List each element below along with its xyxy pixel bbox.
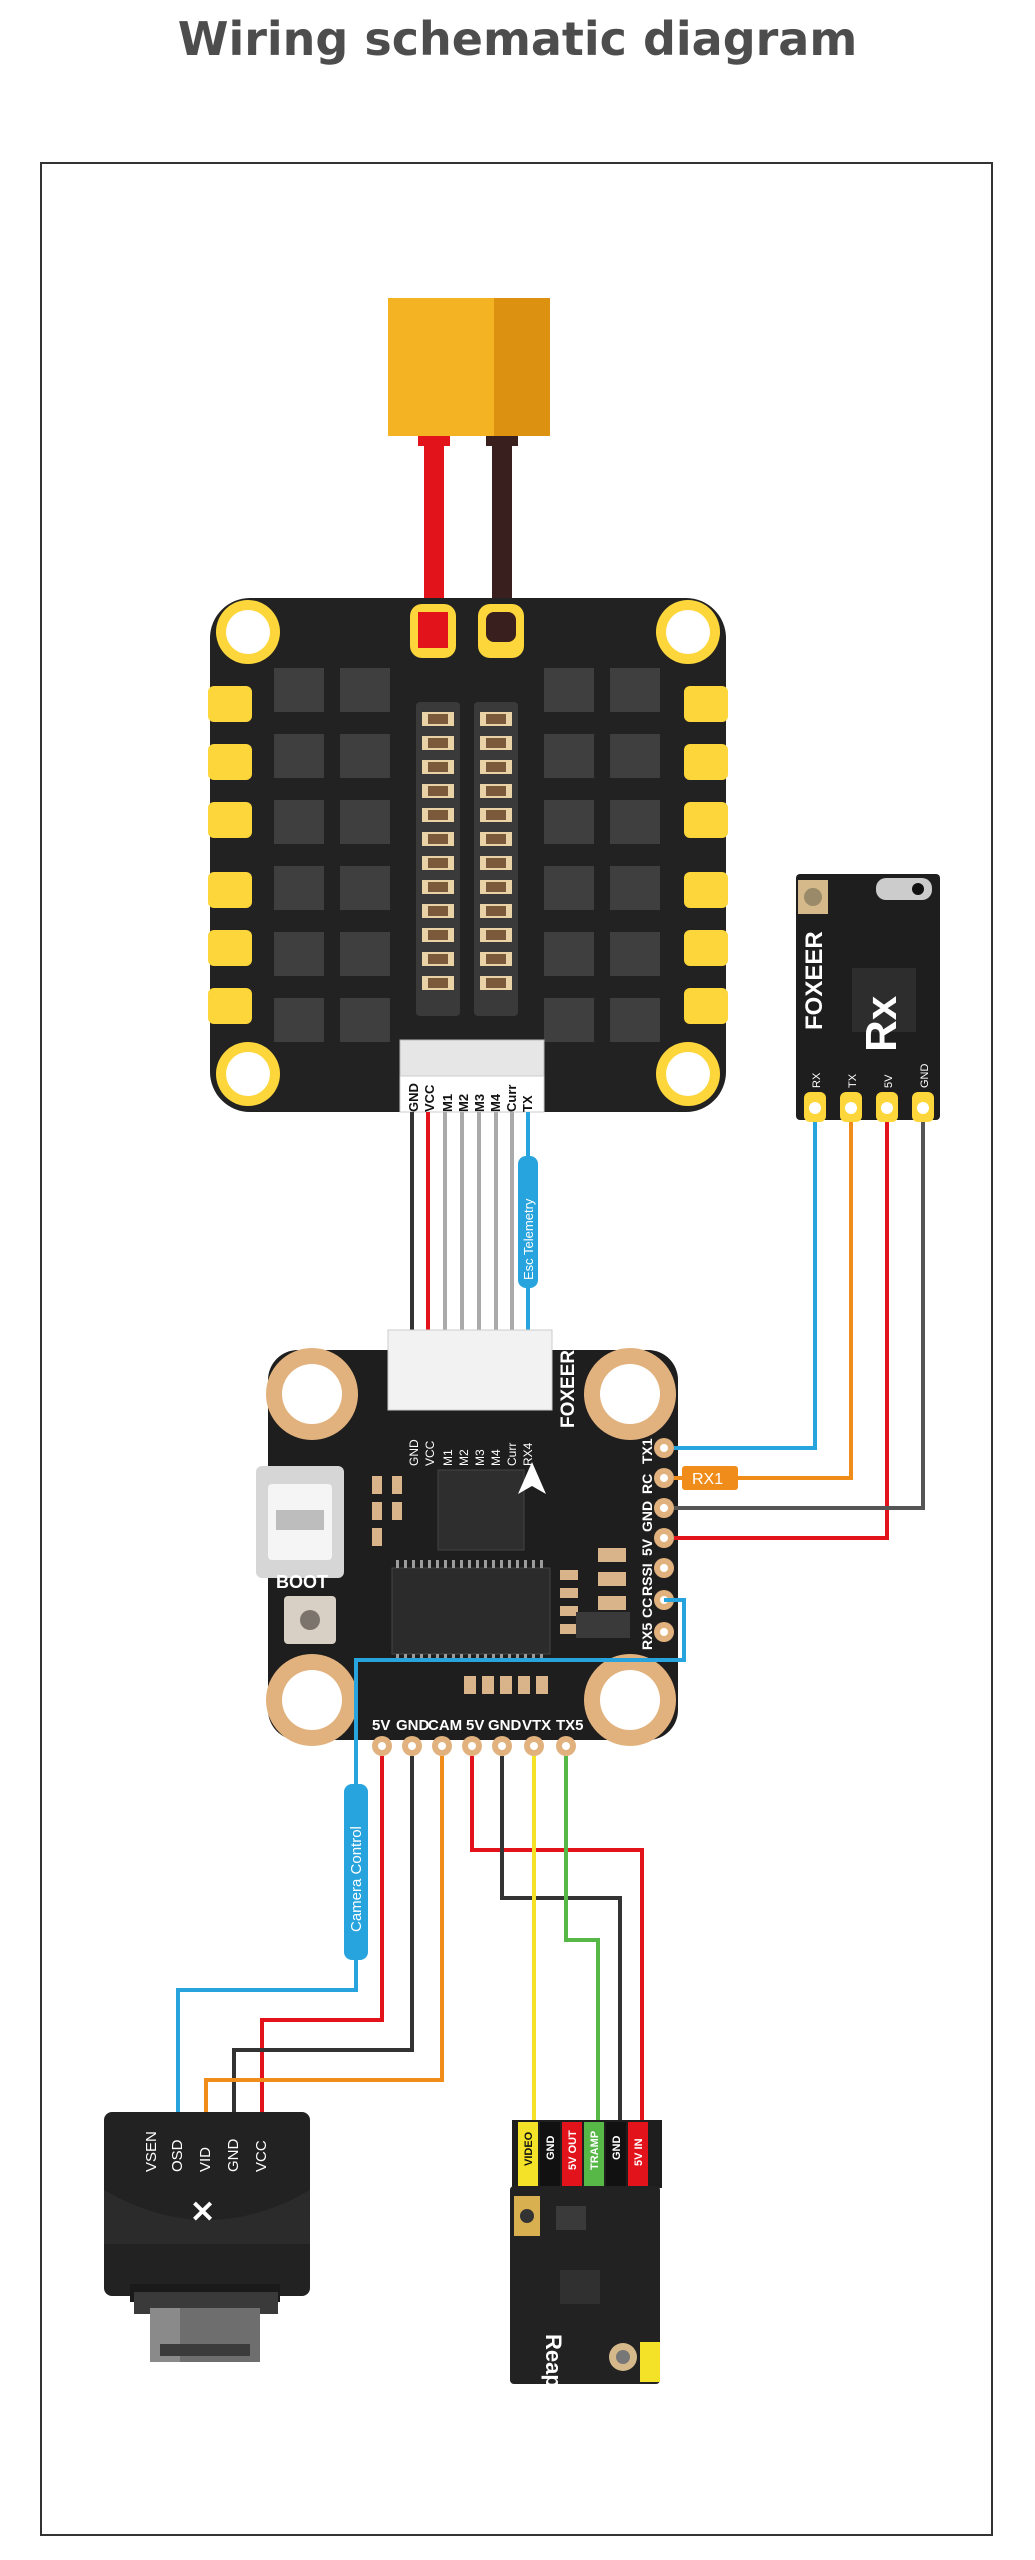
camera-logo-icon: ✕: [190, 2196, 215, 2229]
receiver: FOXEER Rx: [796, 874, 940, 1122]
battery-wires: [424, 444, 512, 634]
camera-pin-label: GND: [225, 2139, 242, 2173]
esc-pin-label: Curr: [504, 1085, 519, 1112]
fc-top-pin-label: RX4: [521, 1442, 535, 1466]
fc-right-pin-label: TX1: [639, 1438, 655, 1464]
rx1-tag: RX1: [682, 1466, 738, 1490]
fc-bottom-pins: [372, 1736, 576, 1756]
fc-brand: FOXEER: [558, 1350, 579, 1428]
esc-pin-label: TX: [520, 1095, 535, 1112]
fc-top-pin-label: Curr: [505, 1443, 519, 1466]
vtx-pin-label: TRAMP: [589, 2131, 601, 2170]
fc-right-pin-label: CC: [639, 1598, 655, 1618]
camera-pin-label: VID: [197, 2147, 214, 2172]
fc-top-pin-labels: GND VCC M1 M2 M3 M4 Curr RX4: [407, 1439, 535, 1466]
camera-pin-label: OSD: [169, 2139, 186, 2172]
receiver-pin-label: RX: [811, 1072, 823, 1088]
camera-control-label: Camera Control: [348, 1826, 365, 1932]
fc-bottom-pin-labels: 5V GND CAM 5V GND VTX TX5: [372, 1717, 584, 1734]
fc-top-pin-label: M1: [441, 1449, 455, 1466]
receiver-pin-label: 5V: [883, 1074, 895, 1088]
esc-pin-label: M2: [456, 1094, 471, 1112]
fc-bottom-pin-label: GND: [488, 1717, 522, 1734]
vtx-name: Reaper: [541, 2334, 566, 2409]
receiver-brand: FOXEER: [801, 931, 828, 1030]
esc-pin-label: M1: [440, 1094, 455, 1112]
fc-top-pin-label: M3: [473, 1449, 487, 1466]
fc-top-pin-label: GND: [407, 1439, 421, 1466]
fc-right-pin-label: 5V: [639, 1538, 655, 1556]
battery-connector: [388, 298, 550, 446]
receiver-model: Rx: [857, 995, 906, 1052]
receiver-pin-label: GND: [919, 1064, 931, 1089]
vtx: Reaper: [510, 2120, 662, 2409]
esc-pin-label: M3: [472, 1094, 487, 1112]
fc-bottom-pin-label: 5V: [372, 1717, 390, 1734]
esc-board: [208, 598, 728, 1113]
flight-controller: BOOT FOXEER: [256, 1329, 678, 1746]
camera-control-tag: Camera Control: [344, 1784, 368, 1960]
fc-right-pin-label: RC: [639, 1474, 655, 1494]
fc-bottom-pin-label: TX5: [556, 1717, 584, 1734]
fc-bottom-pin-label: 5V: [466, 1717, 484, 1734]
esc-telemetry-tag: Esc Telemetry: [518, 1156, 538, 1288]
esc-pin-label: M4: [488, 1093, 503, 1112]
receiver-pin-label: TX: [847, 1073, 859, 1088]
rx1-label: RX1: [692, 1471, 723, 1488]
boot-label: BOOT: [276, 1572, 328, 1592]
vtx-pin-label: GND: [611, 2136, 623, 2161]
fc-top-pin-label: M4: [489, 1449, 503, 1466]
fc-bottom-pin-label: CAM: [428, 1717, 462, 1734]
fc-right-pins: [654, 1438, 674, 1642]
receiver-pin-labels: RX TX 5V GND: [811, 1064, 931, 1089]
camera-pin-labels: VSEN OSD VID GND VCC: [143, 2131, 270, 2172]
vtx-wires: [470, 1756, 644, 2122]
fc-bottom-pin-label: VTX: [522, 1717, 551, 1734]
vtx-pin-label: VIDEO: [523, 2131, 535, 2166]
fc-bottom-pin-label: GND: [396, 1717, 430, 1734]
esc-telemetry-label: Esc Telemetry: [521, 1198, 536, 1280]
camera-pin-label: VCC: [253, 2140, 270, 2172]
diagram-frame: [40, 162, 993, 2536]
camera-wires: [204, 1756, 444, 2126]
fc-top-pin-label: VCC: [423, 1440, 437, 1466]
vtx-pin-label: 5V IN: [633, 2138, 645, 2166]
page-title: Wiring schematic diagram: [177, 12, 858, 66]
fc-right-pin-label: GND: [639, 1501, 655, 1532]
vtx-pin-label: 5V OUT: [567, 2130, 579, 2170]
fc-right-pin-label: RX5: [639, 1623, 655, 1650]
esc-pin-label: GND: [406, 1083, 421, 1112]
fc-top-pin-label: M2: [457, 1449, 471, 1466]
vtx-pin-label: GND: [545, 2136, 557, 2161]
camera-pin-label: VSEN: [143, 2131, 160, 2172]
esc-pin-label: VCC: [422, 1084, 437, 1112]
esc-fc-cable: [410, 1112, 530, 1330]
vtx-pin-labels: VIDEO GND 5V OUT TRAMP GND 5V IN: [523, 2130, 645, 2170]
camera: ✕: [104, 2112, 310, 2362]
camera-control-wire: [176, 1598, 686, 2126]
fc-right-pin-label: RSSI: [639, 1563, 655, 1596]
fc-right-pin-labels: TX1 RC GND 5V RSSI CC RX5: [639, 1438, 655, 1650]
esc-pin-labels: GND VCC M1 M2 M3 M4 Curr TX: [406, 1083, 535, 1112]
